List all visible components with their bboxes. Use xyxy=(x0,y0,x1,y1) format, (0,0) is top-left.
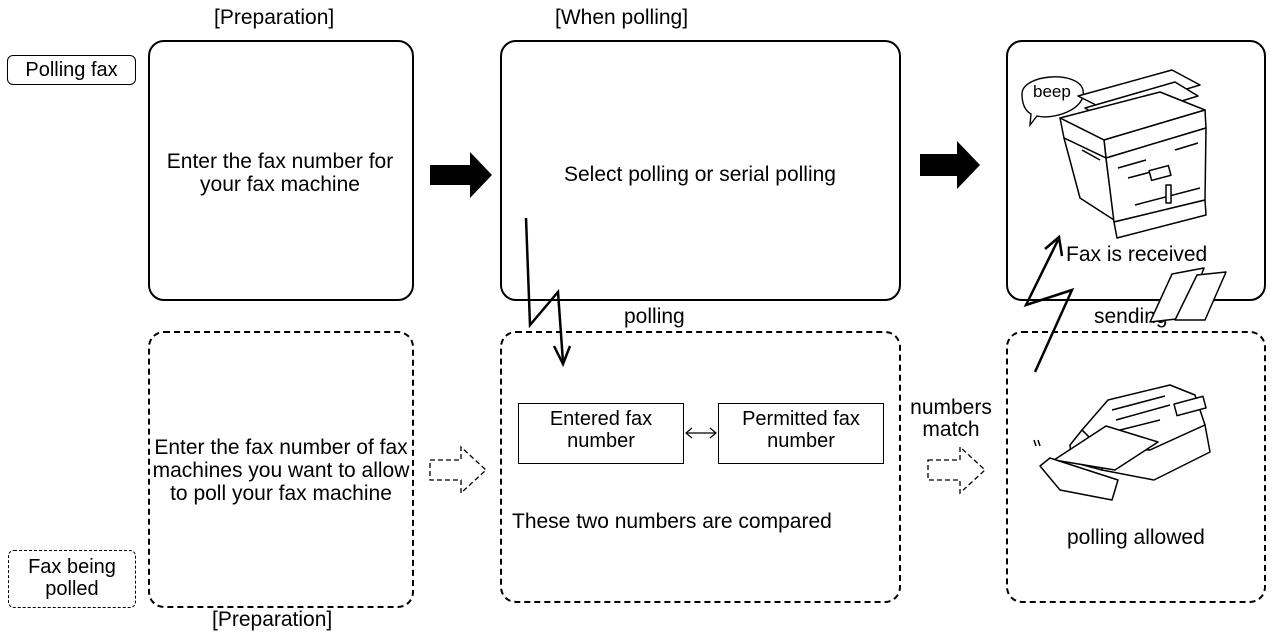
polling-fax-tag: Polling fax xyxy=(7,55,136,85)
footer-preparation: [Preparation] xyxy=(212,608,333,631)
solid-arrow-2 xyxy=(920,141,980,189)
polling-box-top xyxy=(500,40,901,301)
numbers-match-label: numbers match xyxy=(910,396,992,441)
polling-allowed-label: polling allowed xyxy=(1067,526,1205,549)
dashed-arrow-1 xyxy=(429,445,487,495)
compare-double-arrow-icon xyxy=(685,427,717,439)
fax-being-polled-tag: Fax being polled xyxy=(8,550,136,608)
prep-text-top: Enter the fax number for your fax machin… xyxy=(166,150,394,196)
beep-label: beep xyxy=(1033,82,1071,101)
permitted-fax-number-box: Permitted fax number xyxy=(718,403,884,464)
compare-text: These two numbers are compared xyxy=(512,510,832,533)
polling-signal-arrow xyxy=(524,217,565,363)
polling-signal-head xyxy=(552,345,572,368)
signal-polling-label: polling xyxy=(622,305,687,329)
solid-arrow-1 xyxy=(430,152,492,198)
fax-machine-icon xyxy=(1033,267,1227,501)
polling-text-top: Select polling or serial polling xyxy=(564,163,836,186)
compare-box-bottom xyxy=(500,331,901,603)
prep-box-bottom xyxy=(148,331,414,608)
allowed-box-bottom xyxy=(1006,331,1266,603)
sending-signal-arrow xyxy=(1023,239,1075,373)
header-preparation: [Preparation] xyxy=(214,6,335,29)
prep-text-bottom: Enter the fax number of fax machines you… xyxy=(152,436,410,505)
prep-box-top xyxy=(148,40,414,301)
fax-received-label: Fax is received xyxy=(1066,243,1208,266)
receive-box-top xyxy=(1006,40,1266,301)
header-when-polling: [When polling] xyxy=(555,6,689,29)
entered-fax-number-box: Entered fax number xyxy=(518,403,684,464)
copier-fax-machine-icon xyxy=(1059,69,1207,239)
sending-signal-head xyxy=(1044,234,1064,257)
beep-bubble-icon xyxy=(1021,76,1084,128)
dashed-arrow-2 xyxy=(927,445,986,495)
